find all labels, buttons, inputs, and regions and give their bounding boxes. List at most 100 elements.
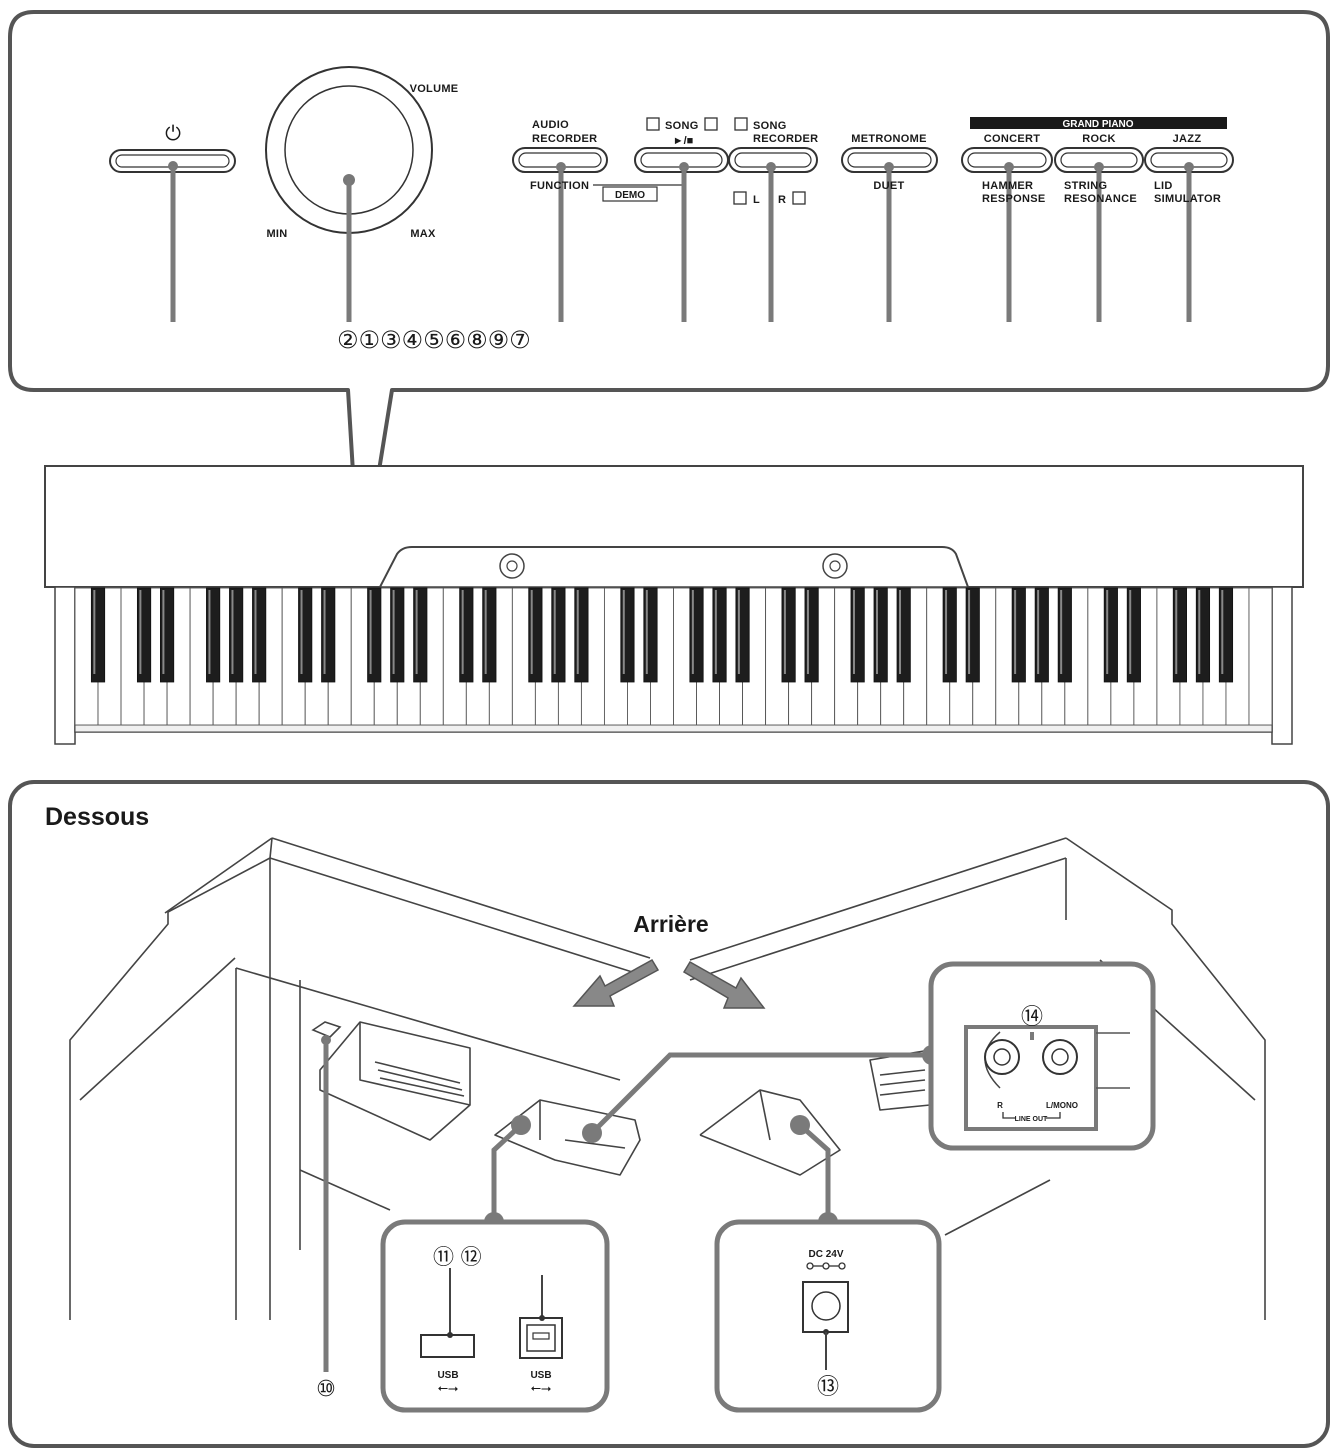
usb-a-port: USB ⭠⭢ (420, 1268, 475, 1396)
audio-recorder-label-2: RECORDER (532, 133, 597, 145)
music-rest-knob-left (499, 553, 525, 579)
song-play-stop-button: SONG ►/■ (634, 117, 729, 322)
black-key-highlight (1129, 590, 1132, 674)
callout-10: ⑩ (316, 1377, 336, 1402)
left-hand-label: L (753, 194, 760, 206)
black-key-highlight (1198, 590, 1201, 674)
string-resonance-label-1: STRING (1064, 180, 1107, 192)
power-icon: ⏻ (165, 121, 181, 145)
black-key-highlight (737, 590, 740, 674)
black-key-highlight (945, 590, 948, 674)
black-key-highlight (1221, 590, 1224, 674)
usb-a-icon: ⭠⭢ (438, 1381, 459, 1396)
metronome-label: METRONOME (851, 133, 926, 145)
underside-title: Dessous (45, 803, 149, 831)
black-keys (90, 587, 1234, 683)
black-key-highlight (300, 590, 303, 674)
piano-underside-drawing (69, 837, 1266, 1320)
black-key-highlight (875, 590, 878, 674)
volume-min-label: MIN (266, 228, 287, 240)
black-key-highlight (369, 590, 372, 674)
callout-14: ⑭ (1021, 1005, 1043, 1030)
volume-label: VOLUME (410, 83, 459, 95)
callout-11-12: ⑪ ⑫ (433, 1245, 482, 1269)
black-key-highlight (806, 590, 809, 674)
black-key-highlight (461, 590, 464, 674)
hammer-response-label-1: HAMMER (982, 180, 1033, 192)
usb-b-icon: ⭠⭢ (531, 1381, 552, 1396)
black-key-highlight (576, 590, 579, 674)
black-key-highlight (968, 590, 971, 674)
black-key-highlight (1175, 590, 1178, 674)
black-key-highlight (93, 590, 96, 674)
hammer-response-label-2: RESPONSE (982, 193, 1046, 205)
line-out-r-label: R (997, 1101, 1003, 1110)
dc-polarity-icon (806, 1262, 846, 1270)
black-key-highlight (852, 590, 855, 674)
black-key-highlight (392, 590, 395, 674)
dc-label: DC 24V (808, 1249, 843, 1260)
black-key-highlight (899, 590, 902, 674)
song-recorder-label-1: SONG (753, 120, 787, 132)
black-key-highlight (645, 590, 648, 674)
rear-arrows (572, 958, 766, 1009)
lid-simulator-label-1: LID (1154, 180, 1173, 192)
jazz-button (1144, 147, 1234, 322)
rock-label: ROCK (1082, 133, 1116, 145)
headphone-jack (311, 1021, 342, 1372)
black-key-highlight (323, 590, 326, 674)
dc-jack (802, 1281, 849, 1370)
volume-max-label: MAX (410, 228, 436, 240)
callout-13: ⑬ (817, 1375, 839, 1400)
line-out-l-label: L/MONO (1046, 1101, 1078, 1110)
music-rest-knob-right (822, 553, 848, 579)
black-key-highlight (714, 590, 717, 674)
power-button: ⏻ (109, 121, 236, 322)
lid-simulator-label-2: SIMULATOR (1154, 193, 1221, 205)
black-key-highlight (139, 590, 142, 674)
usb-port-box: USB ⭠⭢ USB ⭠⭢ (380, 1115, 610, 1413)
demo-label: DEMO (615, 190, 645, 201)
song-recorder-label-2: RECORDER (753, 133, 818, 145)
jazz-label: JAZZ (1173, 133, 1202, 145)
line-out-r-jack (984, 1039, 1020, 1075)
play-stop-label: ►/■ (673, 135, 694, 147)
function-label: FUNCTION (530, 180, 589, 192)
usb-a-label: USB (437, 1370, 458, 1381)
grand-piano-group: GRAND PIANO CONCERT ROCK JAZZ HAMMER RES… (961, 117, 1234, 322)
black-key-highlight (691, 590, 694, 674)
black-key-highlight (1106, 590, 1109, 674)
black-key-highlight (254, 590, 257, 674)
rock-button (1054, 147, 1144, 322)
white-key (1248, 587, 1273, 726)
concert-button (961, 147, 1053, 322)
black-key-highlight (622, 590, 625, 674)
line-out-box: R L/MONO LINE OUT (582, 961, 1156, 1151)
volume-knob: VOLUME MIN MAX (265, 66, 459, 322)
line-out-l-jack (1042, 1039, 1078, 1075)
rear-label: Arrière (633, 911, 708, 937)
string-resonance-label-2: RESONANCE (1064, 193, 1137, 205)
right-hand-label: R (778, 194, 786, 206)
black-key-highlight (162, 590, 165, 674)
usb-b-label: USB (530, 1370, 551, 1381)
line-out-label: LINE OUT (1015, 1116, 1048, 1123)
black-key-highlight (530, 590, 533, 674)
black-key-highlight (484, 590, 487, 674)
dc-input-box: DC 24V (714, 1115, 942, 1413)
black-key-highlight (1037, 590, 1040, 674)
duet-label: DUET (873, 180, 904, 192)
song-recorder-button: SONG RECORDER L R (728, 117, 818, 322)
concert-label: CONCERT (984, 133, 1041, 145)
panel-callout-numbers: ②①③④⑤⑥⑧⑨⑦ (337, 326, 531, 354)
black-key-highlight (783, 590, 786, 674)
black-key-highlight (231, 590, 234, 674)
black-key-highlight (1014, 590, 1017, 674)
underside-panel (8, 780, 1330, 1448)
black-key-highlight (208, 590, 211, 674)
black-key-highlight (1060, 590, 1063, 674)
black-key-highlight (415, 590, 418, 674)
audio-recorder-label-1: AUDIO (532, 119, 569, 131)
piano-body (44, 465, 1304, 745)
